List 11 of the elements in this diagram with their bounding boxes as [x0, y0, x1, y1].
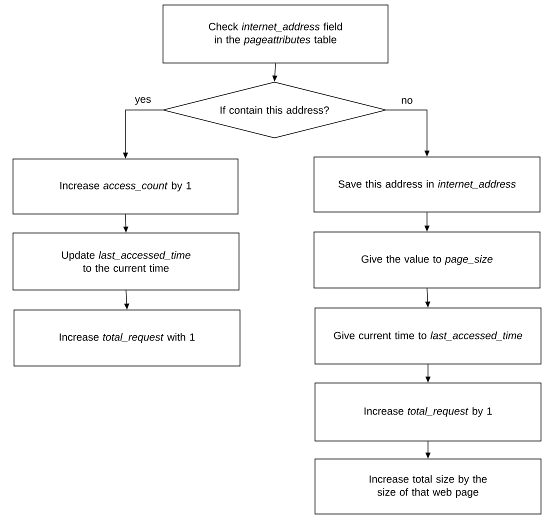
process-box: Increase access_count by 1: [12, 158, 238, 214]
process-box: Increase total_request by 1: [314, 382, 542, 442]
process-box: Increase total_request with 1: [14, 310, 240, 366]
process-box: Give current time to last_accessed_time: [314, 308, 542, 364]
process-box: Save this address in internet_address: [314, 156, 540, 212]
process-box: Update last_accessed_time to the current time: [12, 232, 240, 290]
process-box: Increase total size by the size of that web page: [314, 458, 542, 514]
process-box: Give the value to page_size: [314, 232, 540, 288]
process-box: Check internet_address field in the pageattributes table: [162, 4, 388, 64]
edge-label: yes: [134, 97, 151, 105]
edge-label: no: [402, 98, 412, 104]
